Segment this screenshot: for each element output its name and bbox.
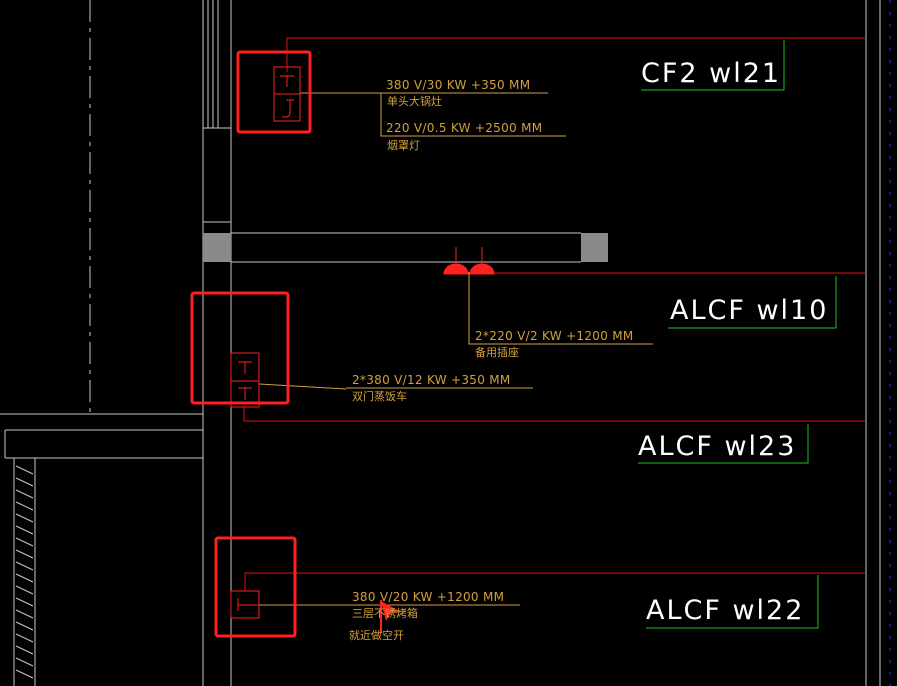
equipment-junction-icon [230, 352, 260, 408]
annotation-name-1: 单头大锅灶 [387, 95, 442, 108]
annotation-spec-5: 380 V/20 KW +1200 MM [352, 590, 505, 604]
socket-outlet-icon [443, 247, 495, 275]
highlight-box-1 [236, 50, 312, 134]
wall-hatching [15, 465, 34, 679]
arrow-cursor-icon [380, 600, 401, 633]
circuit-lines [243, 37, 866, 591]
circuit-label-underlines [638, 40, 837, 629]
equipment-junction-icon [230, 590, 260, 619]
highlight-box-3 [214, 536, 297, 638]
highlight-box-2 [190, 291, 290, 405]
circuit-label: ALCF wl23 [638, 431, 797, 462]
circuit-label: ALCF wl10 [670, 295, 829, 326]
equipment-junction-icon [273, 66, 301, 122]
circuit-label: ALCF wl22 [646, 595, 805, 626]
highlight-boxes [190, 50, 312, 638]
annotation-name-5: 三层不锈烤箱 [352, 607, 418, 620]
annotation-spec-2: 220 V/0.5 KW +2500 MM [386, 121, 543, 135]
column-left [203, 233, 231, 262]
annotation-spec-4: 2*380 V/12 KW +350 MM [352, 373, 511, 387]
annotation-name-4: 双门蒸饭车 [352, 390, 407, 403]
annotation-note-5: 就近做空开 [349, 629, 404, 642]
annotation-name-2: 烟罩灯 [387, 139, 420, 152]
leader-lines [258, 92, 653, 606]
annotation-name-3: 备用插座 [475, 346, 519, 359]
annotation-spec-3: 2*220 V/2 KW +1200 MM [475, 329, 634, 343]
column-right [581, 233, 608, 262]
annotation-spec-1: 380 V/30 KW +350 MM [386, 78, 531, 92]
circuit-label: CF2 wl21 [641, 58, 782, 89]
